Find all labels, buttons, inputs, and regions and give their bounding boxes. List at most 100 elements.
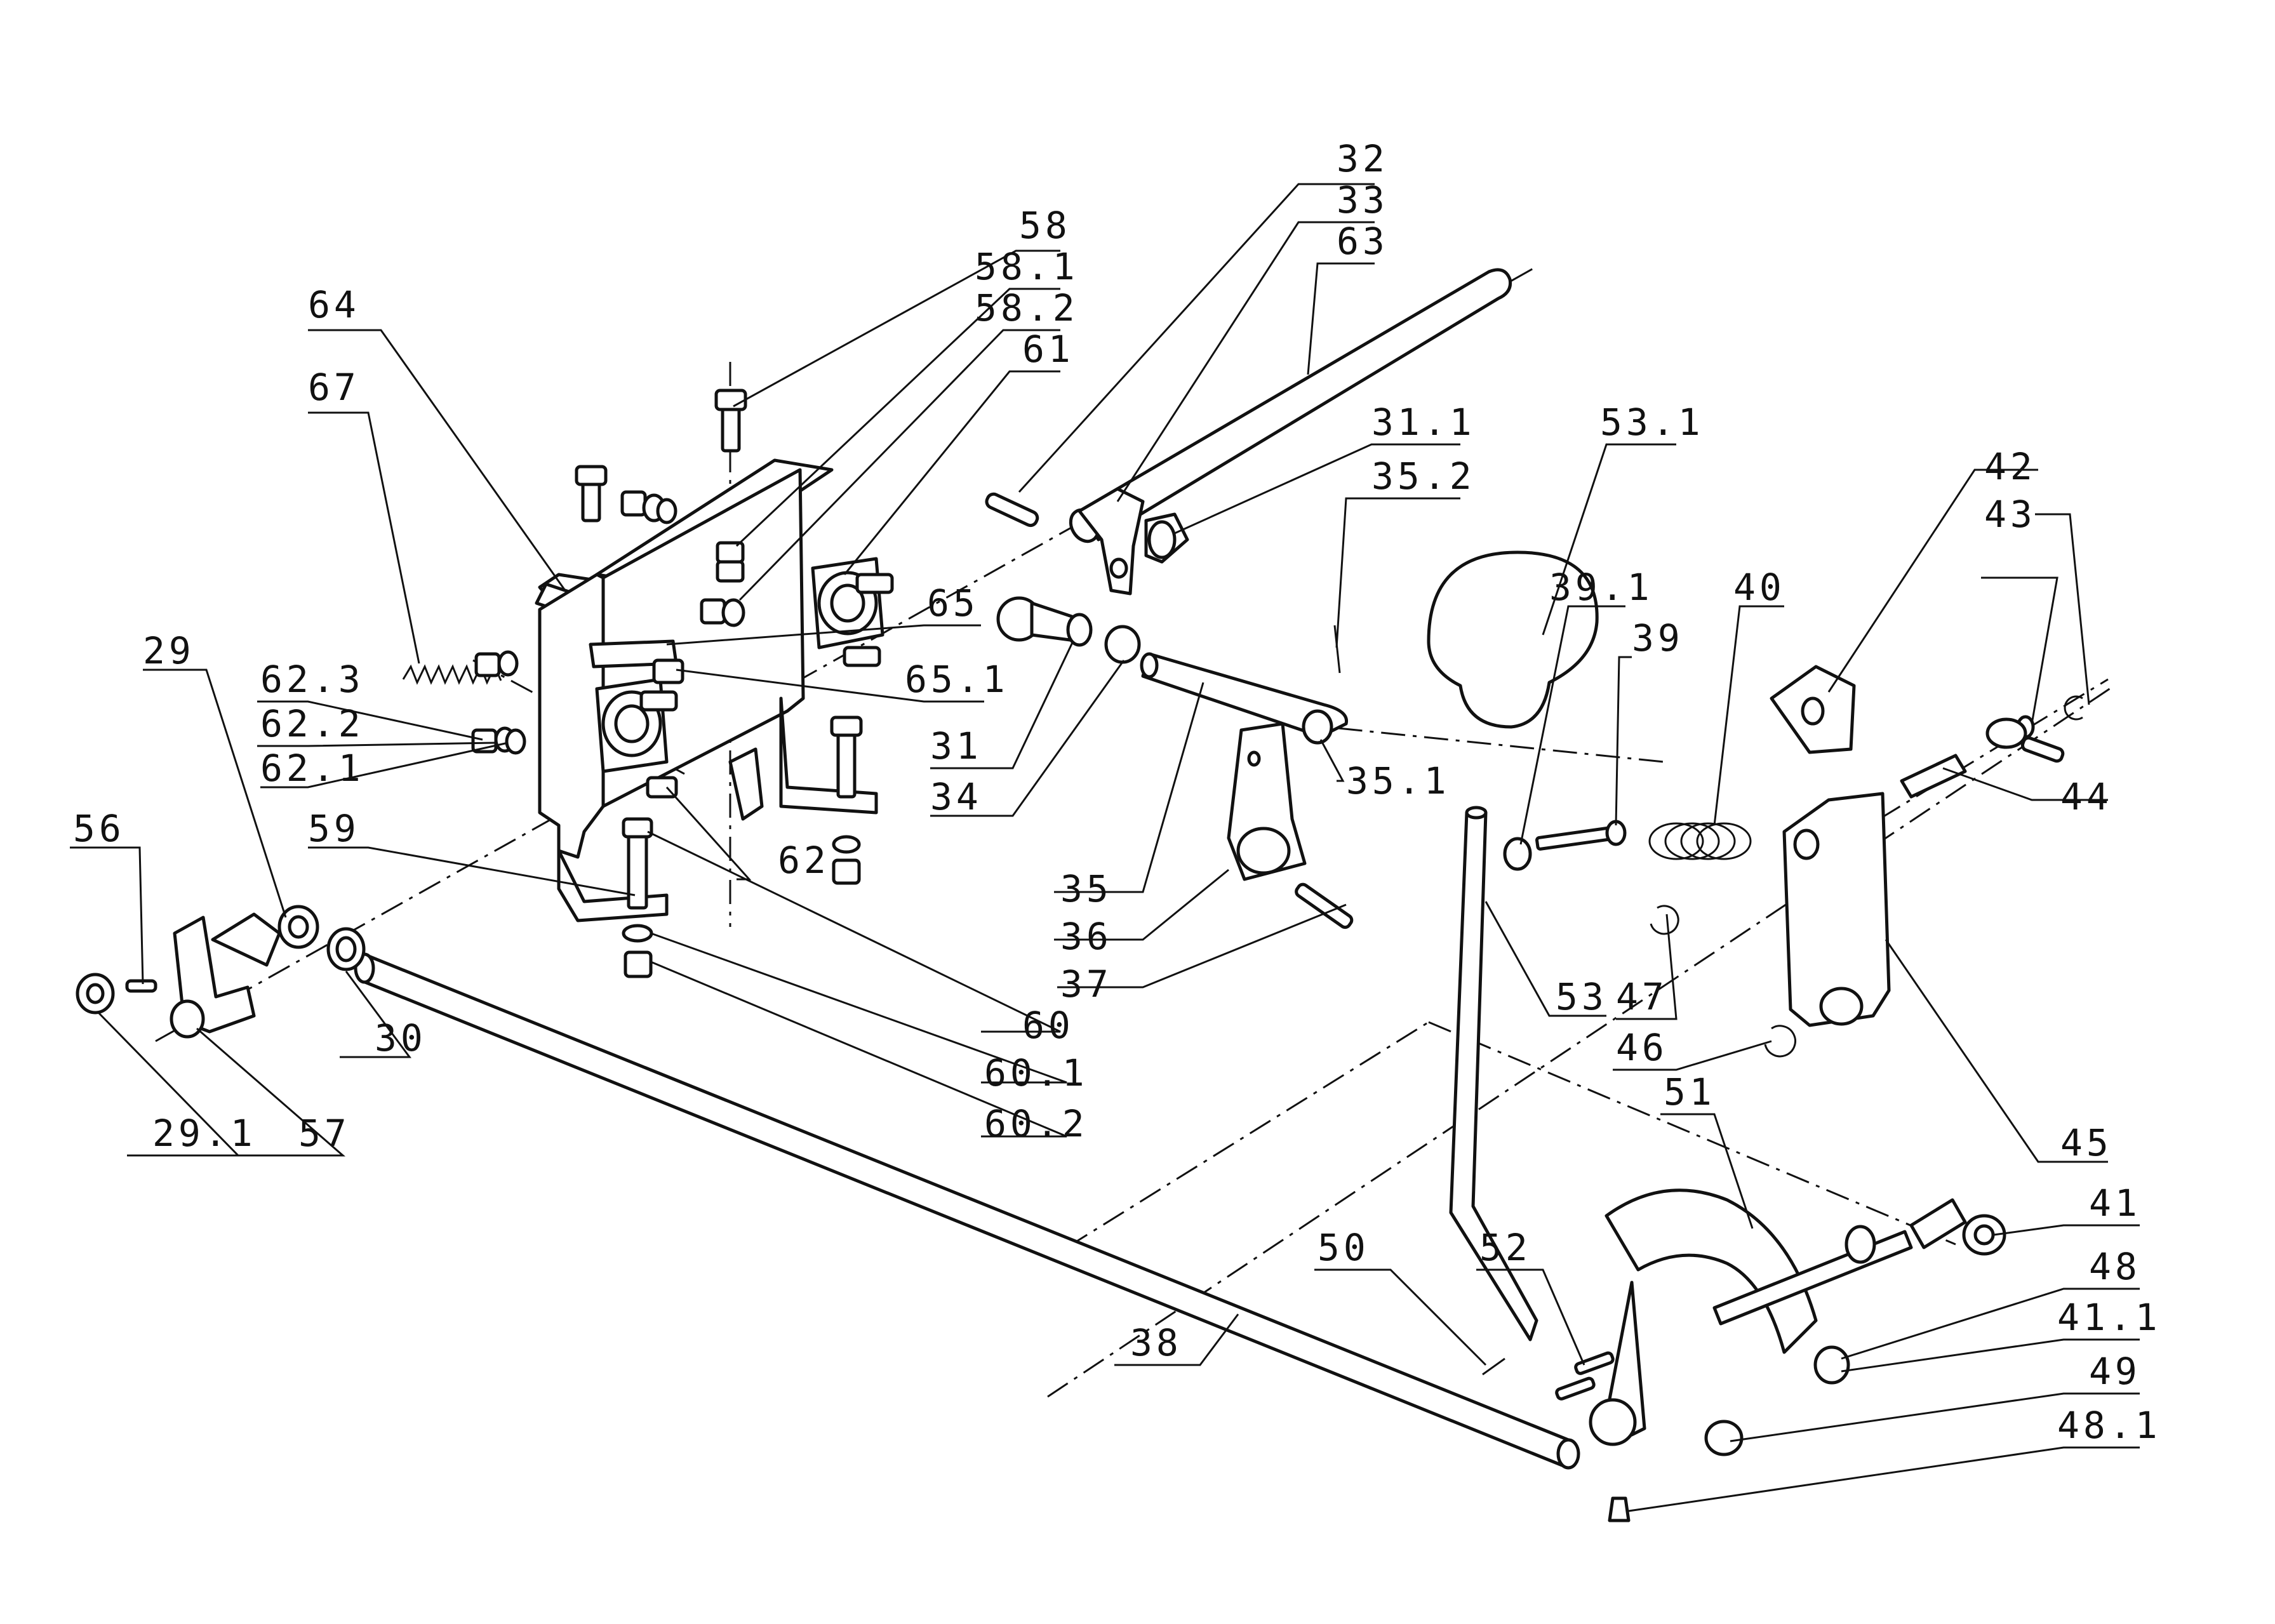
bracket-42: [1770, 665, 1856, 754]
bolt-62: [646, 776, 678, 799]
label-43: 43: [1984, 493, 2036, 536]
pivot-shaft: [1712, 1225, 1913, 1326]
bracket-59: [728, 747, 764, 821]
label-35-1: 35.1: [1346, 759, 1450, 802]
nut-39-1: [1503, 837, 1532, 871]
label-61: 61: [1022, 328, 1074, 371]
label-41-1: 41.1: [2057, 1296, 2161, 1339]
label-32: 32: [1337, 137, 1389, 180]
label-51: 51: [1664, 1070, 1716, 1114]
label-53-1: 53.1: [1600, 401, 1704, 444]
label-62: 62: [778, 839, 830, 882]
bearing-65: [811, 557, 894, 667]
bracket-57: [170, 915, 256, 1039]
pin-56: [125, 979, 157, 993]
label-46: 46: [1616, 1026, 1668, 1069]
label-58: 58: [1019, 204, 1071, 247]
label-67: 67: [308, 366, 360, 409]
label-65: 65: [927, 582, 979, 625]
bolt-plate-left: [575, 465, 608, 522]
label-64: 64: [308, 283, 360, 326]
label-58-2: 58.2: [975, 286, 1079, 329]
label-48: 48: [2089, 1245, 2141, 1288]
bushing-31-1: [1144, 512, 1189, 564]
label-40: 40: [1733, 566, 1785, 609]
circlip-47: [1650, 905, 1679, 935]
washer-nut-set-mid: [700, 598, 745, 627]
leader-lines: [70, 183, 2140, 1512]
label-35: 35: [1060, 867, 1112, 910]
bolt-58: [714, 389, 747, 453]
label-60-2: 60.2: [984, 1102, 1088, 1145]
label-62-1: 62.1: [260, 747, 364, 790]
bolt-60: [622, 817, 653, 978]
nut-58-1: [716, 541, 745, 583]
label-53: 53: [1556, 975, 1608, 1018]
label-39: 39: [1632, 616, 1684, 660]
label-56: 56: [73, 807, 125, 850]
washer-nut-set-62: [471, 650, 526, 755]
nut-41-1: [1813, 1345, 1850, 1385]
label-57: 57: [298, 1112, 350, 1155]
part-labels: 32 33 63 58 58.1 58.2 61 64 67 31.1 35.2…: [73, 137, 2161, 1447]
nut-34: [1104, 625, 1141, 664]
pin-52: [1555, 1351, 1615, 1401]
label-60-1: 60.1: [984, 1051, 1088, 1095]
spring-40: [1648, 822, 1752, 860]
label-41: 41: [2089, 1181, 2141, 1225]
clip-43: [2016, 695, 2083, 739]
bushing-30: [326, 927, 366, 971]
quadrant-51: [1589, 1188, 1818, 1446]
label-31-1: 31.1: [1371, 401, 1476, 444]
washer-35-1: [1302, 709, 1333, 745]
label-60: 60: [1022, 1004, 1074, 1047]
bolt-39: [1535, 820, 1627, 851]
label-29-1: 29.1: [152, 1112, 257, 1155]
label-29: 29: [143, 629, 195, 672]
label-33: 33: [1337, 178, 1389, 222]
ball-joint-29: [211, 905, 319, 967]
pin-50: [1482, 1357, 1505, 1376]
lever-45: [1782, 792, 1891, 1027]
label-58-1: 58.1: [975, 245, 1079, 288]
lever-53: [1449, 806, 1538, 1341]
spring-67: [402, 664, 502, 685]
label-59: 59: [308, 807, 360, 850]
link-65-1: [589, 639, 684, 684]
label-62-2: 62.2: [260, 702, 364, 745]
rod-end-44: [1900, 717, 2065, 799]
pin-37: [1295, 882, 1354, 929]
ball-joint-41: [1909, 1198, 2006, 1256]
shaft-63: [1069, 268, 1512, 596]
label-36: 36: [1060, 915, 1112, 958]
label-48-1: 48.1: [2057, 1404, 2161, 1447]
label-47: 47: [1616, 975, 1668, 1018]
label-34: 34: [930, 775, 982, 818]
label-65-1: 65.1: [905, 658, 1009, 701]
lever-36: [1227, 722, 1307, 881]
circlip-46: [1764, 1025, 1796, 1058]
washer-49: [1704, 1420, 1744, 1456]
split-pin-35-2: [1333, 625, 1341, 674]
label-42: 42: [1984, 445, 2036, 488]
label-49: 49: [2089, 1350, 2141, 1393]
label-45: 45: [2060, 1121, 2112, 1164]
label-38: 38: [1130, 1321, 1182, 1364]
knob-53-1: [1427, 550, 1599, 729]
grease-nipple-48-1: [1608, 1496, 1631, 1522]
label-44: 44: [2060, 775, 2112, 818]
nut-29-1: [76, 973, 115, 1015]
tube-38: [354, 952, 1580, 1470]
label-31: 31: [930, 724, 982, 768]
label-63: 63: [1337, 220, 1389, 263]
label-30: 30: [375, 1016, 427, 1060]
label-39-1: 39.1: [1549, 566, 1653, 609]
ball-joint-31: [996, 596, 1093, 647]
label-35-2: 35.2: [1371, 455, 1476, 498]
bolt-right: [830, 715, 863, 885]
label-62-3: 62.3: [260, 658, 364, 701]
label-37: 37: [1060, 962, 1112, 1006]
bearing-lower: [595, 677, 678, 773]
pin-32: [985, 492, 1039, 528]
